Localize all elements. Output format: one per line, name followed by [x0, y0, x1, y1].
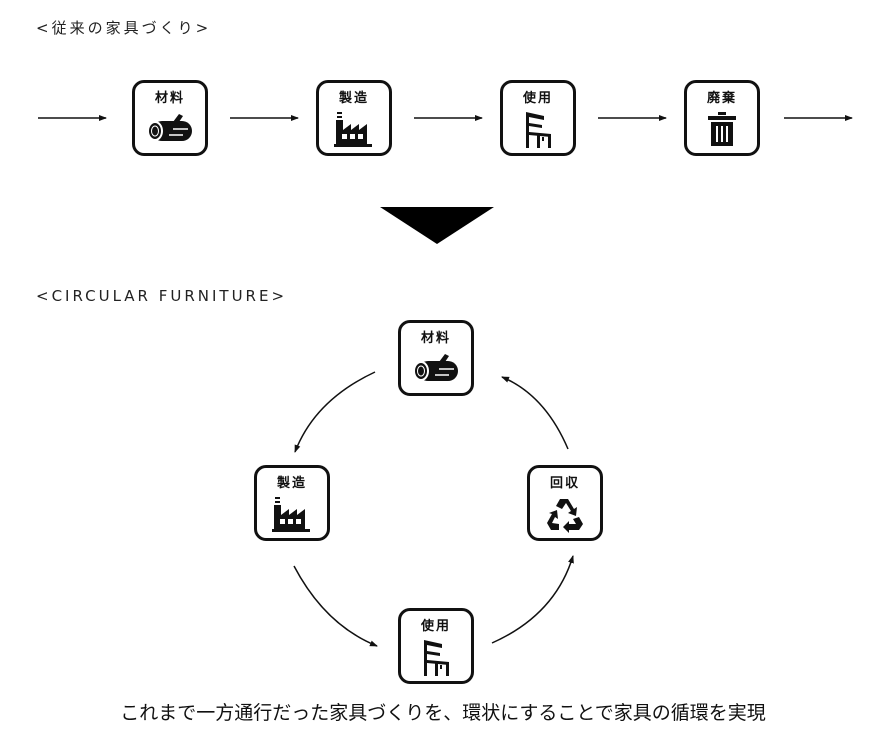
heading-circular: <CIRCULAR FURNITURE> — [36, 287, 288, 305]
log-icon — [413, 354, 458, 381]
heading-conventional: <従来の家具づくり> — [36, 19, 212, 37]
cycle-step-collect: 回収 — [527, 465, 603, 541]
recycle-icon — [547, 499, 583, 533]
linear-step-use: 使用 — [500, 80, 576, 156]
cycle-step-material: 材料 — [398, 320, 474, 396]
step-label: 製造 — [276, 476, 307, 491]
chair-icon — [424, 640, 449, 676]
log-icon — [147, 114, 192, 141]
step-label: 使用 — [420, 619, 451, 634]
caption: これまで一方通行だった家具づくりを、環状にすることで家具の循環を実現 — [120, 702, 766, 724]
step-label: 製造 — [338, 91, 369, 106]
cycle-step-manufacture: 製造 — [254, 465, 330, 541]
trash-icon — [708, 112, 736, 146]
transition-triangle — [380, 207, 494, 244]
linear-step-material: 材料 — [132, 80, 208, 156]
cycle-arrow-collect-to-material — [501, 376, 569, 450]
factory-icon — [334, 112, 372, 147]
cycle-arrow-material-to-manufacture — [294, 371, 376, 453]
chair-icon — [526, 112, 551, 148]
step-label: 回収 — [549, 476, 580, 491]
step-label: 使用 — [522, 91, 553, 106]
step-label: 材料 — [154, 91, 185, 106]
cycle-arrow-use-to-collect — [491, 555, 574, 644]
cycle-step-use: 使用 — [398, 608, 474, 684]
cycle-arrow-manufacture-to-use — [293, 565, 378, 647]
step-label: 材料 — [420, 331, 451, 346]
step-label: 廃棄 — [706, 91, 737, 106]
linear-step-disposal: 廃棄 — [684, 80, 760, 156]
linear-step-manufacture: 製造 — [316, 80, 392, 156]
factory-icon — [272, 497, 310, 532]
